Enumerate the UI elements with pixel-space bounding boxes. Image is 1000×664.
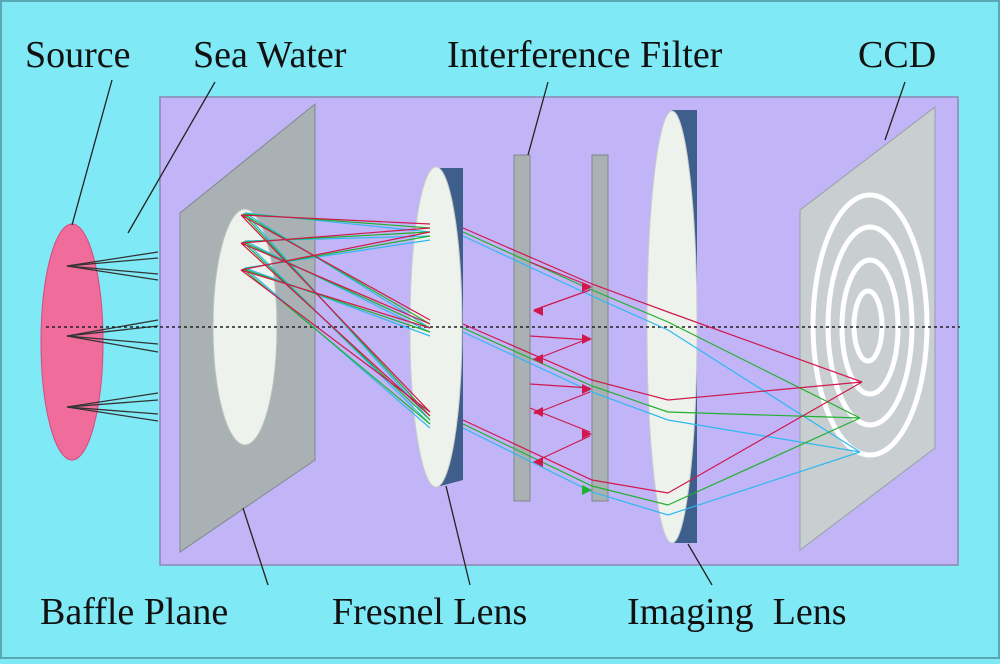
source-rays: [66, 251, 159, 422]
label-baffle-plane: Baffle Plane: [40, 591, 228, 633]
leader-lines: [71, 79, 906, 586]
label-fresnel-lens: Fresnel Lens: [332, 591, 527, 633]
baffle-to-lens-rays: [240, 212, 431, 429]
interference-filter-plate-2: [591, 154, 609, 502]
label-source: Source: [25, 34, 131, 76]
label-interference-filter: Interference Filter: [447, 34, 723, 76]
interference-filter-plate-1: [513, 154, 531, 502]
source-ellipse: [40, 223, 104, 461]
label-imaging-lens: Imaging Lens: [627, 591, 847, 633]
filter-rays: [462, 227, 863, 516]
label-sea-water: Sea Water: [193, 34, 347, 76]
filter-ray-arrows: [533, 282, 592, 495]
label-ccd: CCD: [858, 34, 936, 76]
